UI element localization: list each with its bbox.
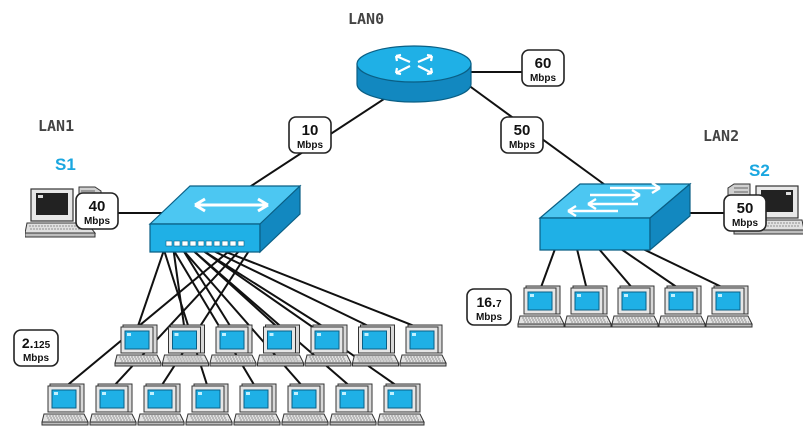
workstation-icon — [611, 285, 659, 328]
s1-label: S1 — [55, 155, 76, 174]
lan2-host-link — [598, 248, 635, 291]
switch-port — [221, 240, 229, 247]
svg-text:50: 50 — [737, 200, 754, 217]
workstation-icon — [233, 383, 281, 426]
workstation-icon — [705, 285, 753, 328]
workstation-icon — [162, 324, 209, 367]
workstation-icon — [564, 285, 612, 328]
svg-text:Mbps: Mbps — [509, 140, 536, 151]
workstation-icon — [352, 324, 399, 367]
workstation-icon — [137, 383, 185, 426]
lan1-host-bandwidth-badge: 2.125 Mbps — [13, 329, 59, 367]
svg-text:10: 10 — [302, 122, 319, 139]
lan1-host-link — [182, 249, 233, 330]
lan1-host-link — [201, 249, 328, 330]
svg-text:Mbps: Mbps — [732, 218, 759, 229]
router-icon — [356, 45, 472, 103]
s2-label: S2 — [749, 161, 770, 180]
workstation-icon — [377, 383, 425, 426]
workstation-icon — [399, 324, 447, 367]
lan1-workstation-links — [63, 249, 423, 389]
svg-text:Mbps: Mbps — [530, 73, 557, 84]
svg-text:40: 40 — [89, 198, 106, 215]
svg-text:50: 50 — [514, 122, 531, 139]
workstation-icon — [257, 324, 304, 367]
lan0-label: LAN0 — [348, 10, 384, 28]
svg-text:Mbps: Mbps — [23, 353, 50, 364]
lan2-workstation-links — [539, 248, 729, 291]
switch-port — [181, 240, 189, 247]
s1-bandwidth-badge: 40 Mbps — [75, 192, 119, 230]
lan1-host-link — [172, 249, 186, 330]
workstation-icon — [209, 324, 257, 367]
lan2-label: LAN2 — [703, 127, 739, 145]
lan1-host-link — [220, 249, 423, 330]
svg-text:16.7: 16.7 — [476, 294, 501, 310]
switch-port — [237, 240, 245, 247]
lan2-workstations — [517, 285, 753, 328]
lan2-host-link — [539, 248, 556, 291]
workstation-icon — [658, 285, 706, 328]
lan2-link-bandwidth-badge: 50 Mbps — [500, 116, 544, 154]
workstation-icon — [114, 324, 162, 367]
lan2-switch-icon — [538, 181, 692, 252]
svg-text:Mbps: Mbps — [84, 216, 111, 227]
workstation-icon — [41, 383, 89, 426]
workstation-icon — [517, 285, 565, 328]
lan1-workstations — [41, 324, 447, 426]
workstation-icon — [329, 383, 377, 426]
workstation-icon — [185, 383, 233, 426]
router-bandwidth-badge: 60 Mbps — [521, 49, 565, 87]
lan2-host-link — [576, 248, 588, 291]
workstation-icon — [89, 383, 137, 426]
switch-port — [165, 240, 173, 247]
switch-port — [189, 240, 197, 247]
workstation-icon — [281, 383, 329, 426]
svg-text:Mbps: Mbps — [297, 140, 324, 151]
workstation-icon — [304, 324, 352, 367]
lan1-link-bandwidth-badge: 10 Mbps — [288, 116, 332, 154]
lan2-host-link — [620, 248, 682, 291]
switch-port — [173, 240, 181, 247]
switch-port — [229, 240, 237, 247]
svg-text:60: 60 — [535, 55, 552, 72]
lan1-host-link — [201, 249, 401, 389]
svg-text:Mbps: Mbps — [476, 312, 503, 323]
s2-bandwidth-badge: 50 Mbps — [723, 194, 767, 232]
lan1-host-link — [136, 249, 165, 330]
lan1-host-link — [211, 249, 375, 330]
svg-text:2.125: 2.125 — [22, 335, 51, 351]
switch-port — [197, 240, 205, 247]
lan2-host-bandwidth-badge: 16.7 Mbps — [466, 288, 512, 326]
switch-port — [205, 240, 213, 247]
lan1-label: LAN1 — [38, 117, 74, 135]
switch-port — [213, 240, 221, 247]
lan2-host-link — [642, 248, 729, 291]
lan1-switch-icon — [148, 184, 302, 254]
